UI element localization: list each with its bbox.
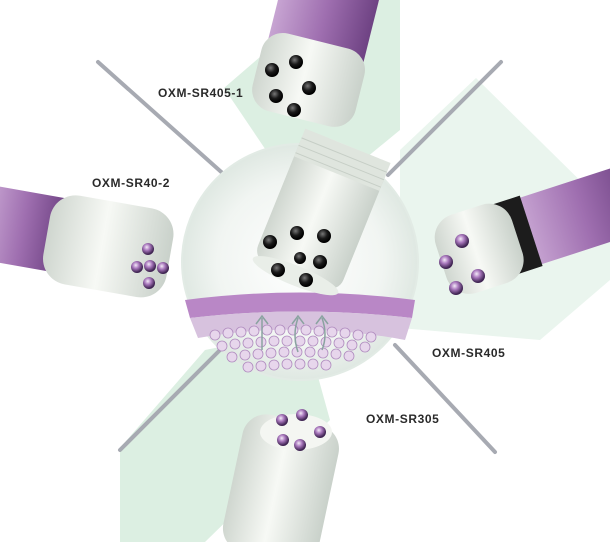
center-probe-dots	[263, 226, 331, 287]
probe-left	[0, 184, 174, 298]
probe-right	[434, 162, 610, 295]
label-oxm-sr405-1: OXM-SR405-1	[158, 86, 244, 100]
divider-lines	[96, 60, 503, 454]
label-oxm-sr40-2: OXM-SR40-2	[92, 176, 171, 190]
label-oxm-sr305: OXM-SR305	[366, 412, 440, 426]
label-oxm-sr405: OXM-SR405	[432, 346, 506, 360]
center-circle	[181, 128, 419, 381]
panel-bottom	[120, 330, 330, 542]
probe-top	[252, 0, 386, 127]
probe-bottom	[222, 409, 339, 542]
